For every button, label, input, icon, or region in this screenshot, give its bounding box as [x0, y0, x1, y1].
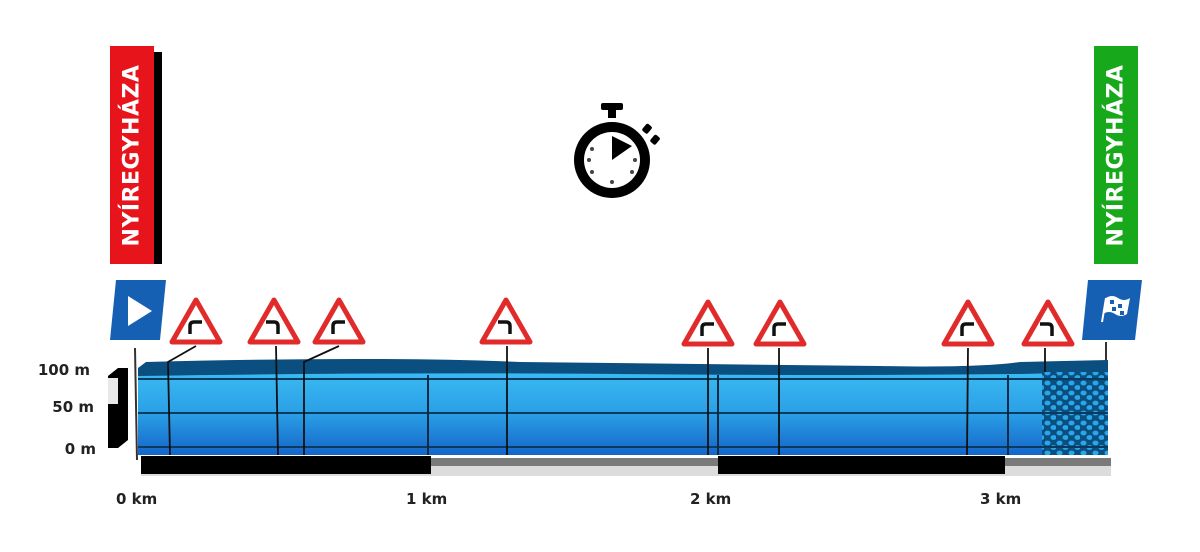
- checkered-flag-icon: [1101, 296, 1130, 323]
- turn-right-sign-icon: [167, 297, 223, 456]
- turn-left-sign-icon: [247, 297, 301, 456]
- turn-left-sign-icon: [479, 297, 533, 455]
- play-icon: [128, 296, 152, 326]
- start-town-banner: NYÍREGYHÁZA: [110, 46, 162, 264]
- turn-right-sign-icon: [303, 297, 366, 455]
- y-label-50: 50 m: [52, 398, 94, 416]
- finish-flag: [1082, 280, 1142, 365]
- finish-town-banner: NYÍREGYHÁZA: [1094, 46, 1138, 264]
- x-label-3km: 3 km: [980, 490, 1022, 508]
- distance-bar: [141, 456, 1111, 476]
- altitude-scale-bar: [108, 368, 128, 448]
- x-label-1km: 1 km: [406, 490, 448, 508]
- y-label-100: 100 m: [37, 361, 90, 379]
- turn-right-sign-icon: [753, 299, 807, 455]
- altitude-profile: [138, 359, 1108, 455]
- x-label-0km: 0 km: [116, 490, 158, 508]
- turn-signs: [167, 297, 1075, 456]
- stopwatch-icon: [574, 103, 660, 198]
- x-label-2km: 2 km: [690, 490, 732, 508]
- turn-left-sign-icon: [1021, 299, 1075, 372]
- banner-shadow: [154, 52, 162, 264]
- y-label-0: 0 m: [64, 440, 96, 458]
- start-flag: [110, 280, 166, 461]
- turn-right-sign-icon: [941, 299, 995, 456]
- turn-right-sign-icon: [681, 299, 735, 455]
